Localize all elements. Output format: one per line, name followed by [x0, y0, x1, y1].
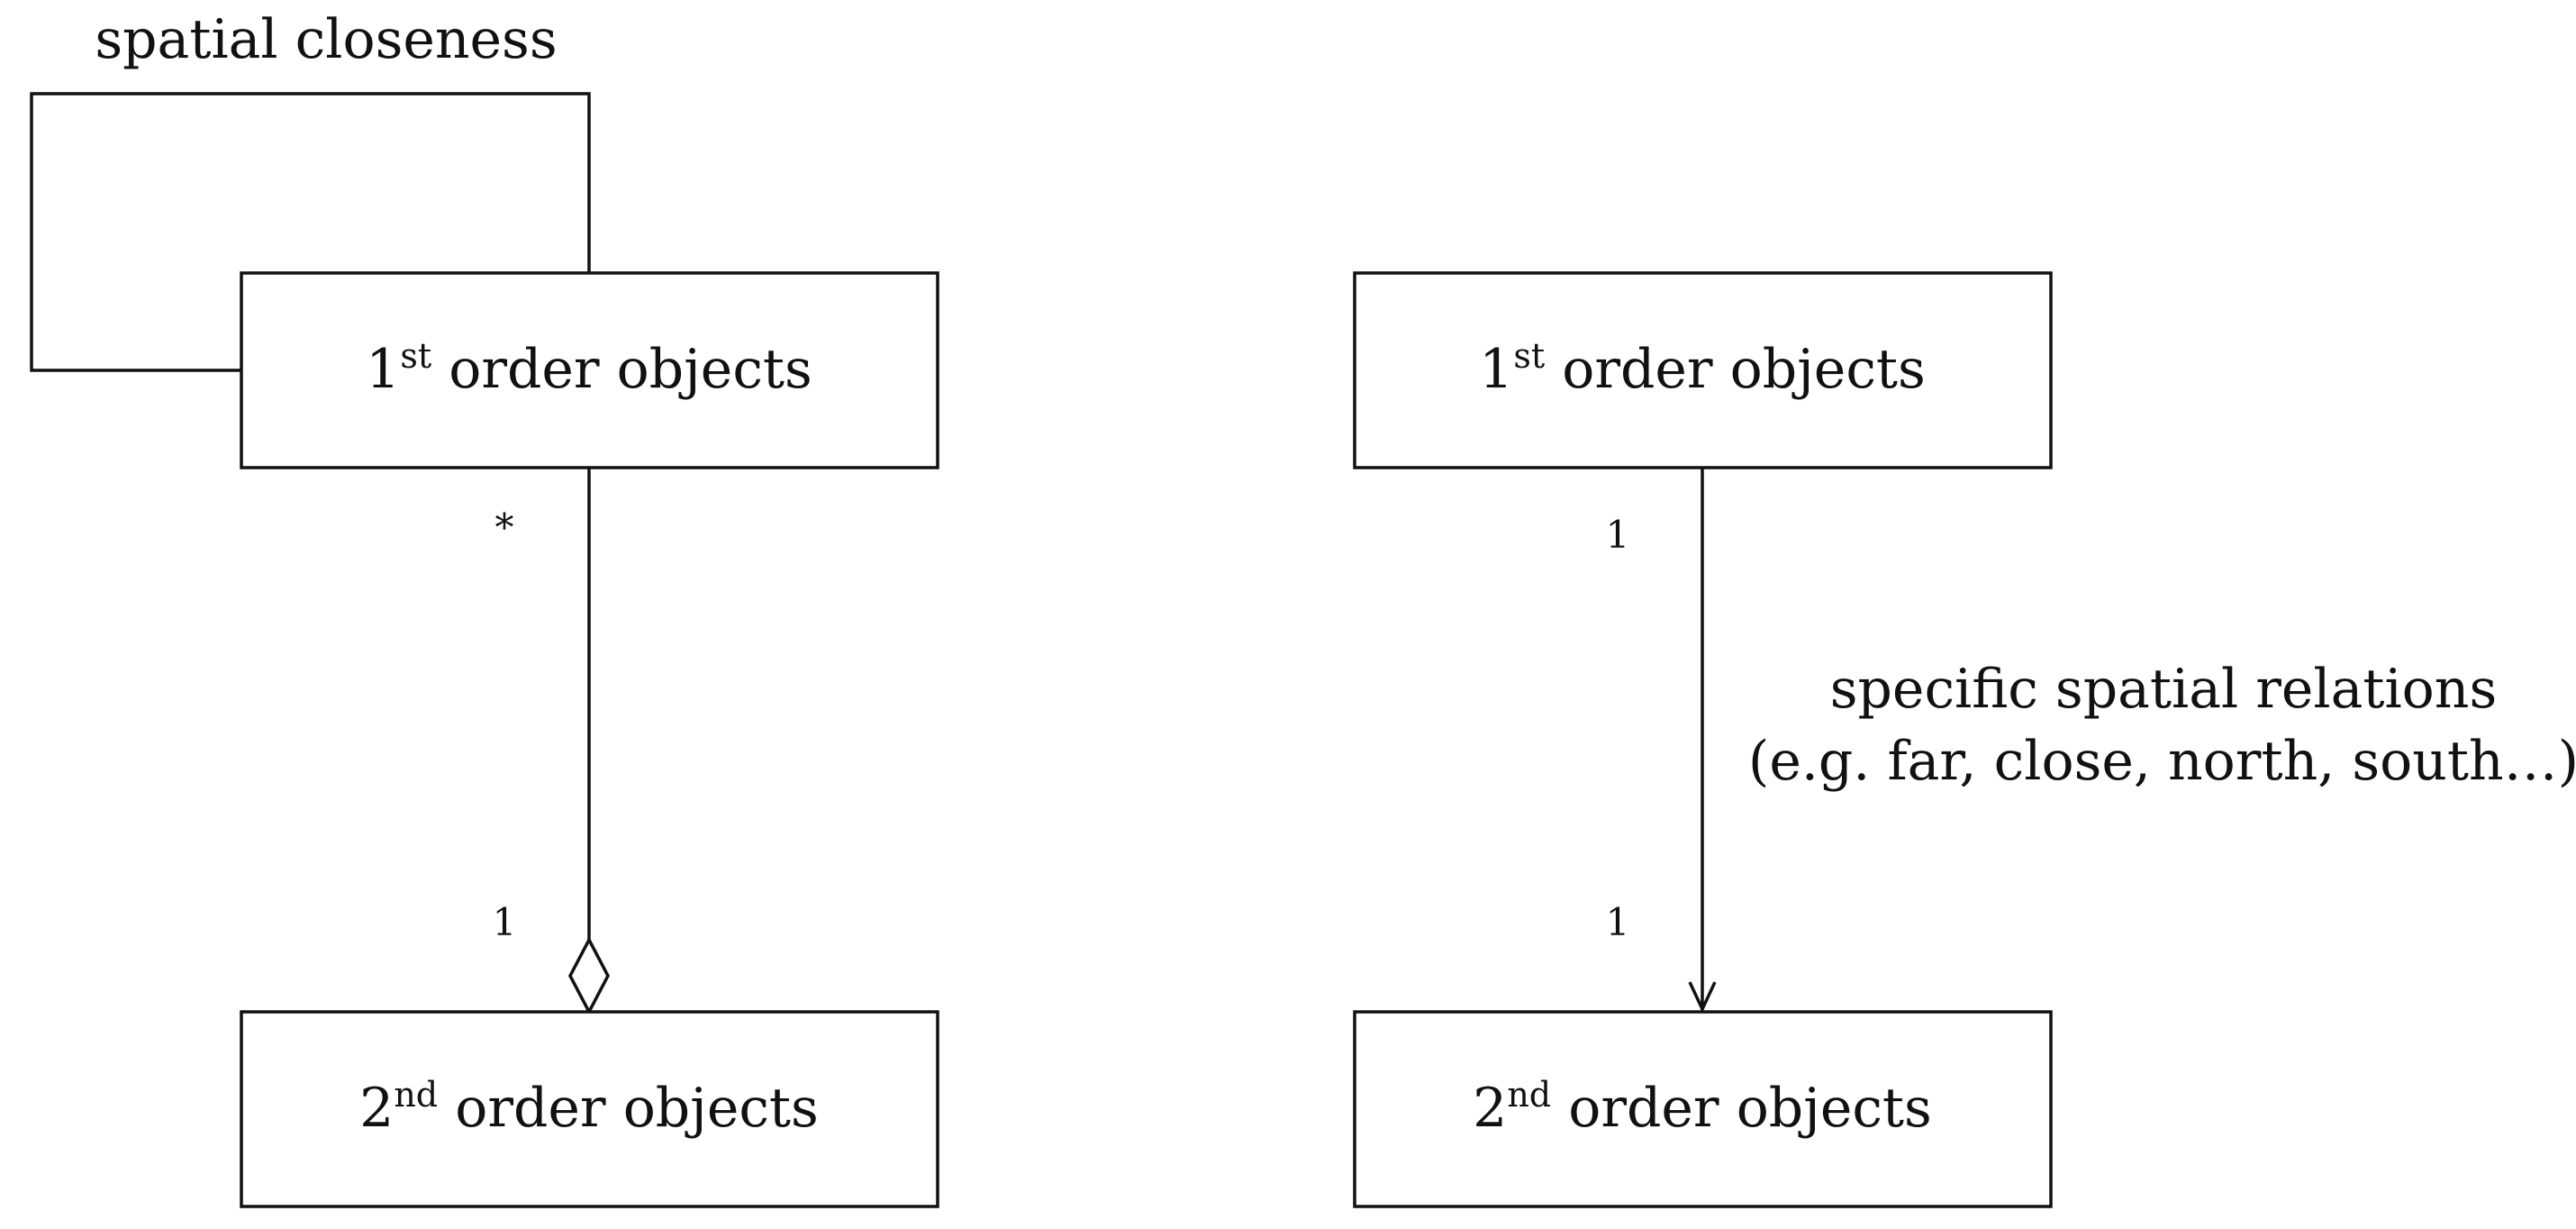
- second-order-objects-label-right: 2nd order objects: [1473, 1075, 1932, 1140]
- right-diagram: 1st order objects 1 1 specific spatial r…: [1353, 271, 2576, 1208]
- relation-label-line1: specific spatial relations: [1830, 658, 2498, 721]
- second-order-objects-label: 2nd order objects: [359, 1075, 819, 1140]
- second-order-objects-box-right: [1353, 1010, 2053, 1208]
- aggregation-diamond-icon: [568, 936, 610, 1015]
- self-association-loop: [30, 92, 591, 372]
- arrow-head-icon: [1688, 981, 1717, 1014]
- multiplicity-one-left: 1: [493, 900, 517, 944]
- first-order-objects-box-right: [1353, 271, 2053, 469]
- self-association-label: spatial closeness: [95, 8, 557, 71]
- multiplicity-star: *: [495, 505, 514, 550]
- first-order-objects-label-right: 1st order objects: [1479, 336, 1926, 401]
- relation-label-line2: (e.g. far, close, north, south…): [1748, 730, 2576, 793]
- multiplicity-one-right-bottom: 1: [1606, 900, 1630, 944]
- multiplicity-one-right-top: 1: [1606, 513, 1630, 557]
- second-order-objects-box: [240, 1010, 939, 1208]
- left-diagram: spatial closeness 1st order objects * 1 …: [30, 8, 939, 1208]
- first-order-objects-label: 1st order objects: [366, 336, 812, 401]
